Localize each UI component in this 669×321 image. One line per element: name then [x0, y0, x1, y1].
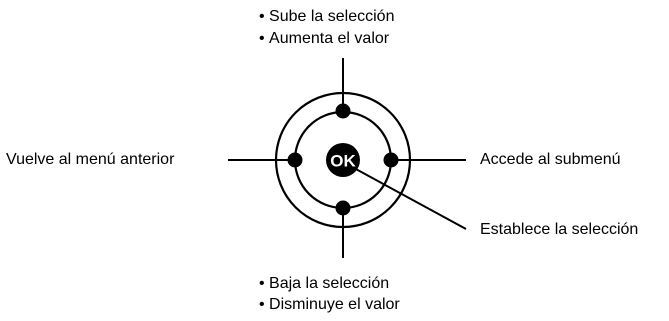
- ok-label: Establece la selección: [480, 221, 639, 238]
- left-label: Vuelve al menú anterior: [6, 151, 175, 168]
- down-label-value: Disminuye el valor: [259, 294, 400, 316]
- up-label-select: Sube la selección: [259, 6, 394, 28]
- right-label: Accede al submenú: [480, 151, 621, 168]
- down-label-select: Baja la selección: [259, 273, 389, 295]
- up-label-value: Aumenta el valor: [259, 28, 389, 50]
- ok-button: [326, 143, 360, 177]
- ok-leader-line: [353, 167, 467, 230]
- ok-button-label: OK: [330, 152, 356, 171]
